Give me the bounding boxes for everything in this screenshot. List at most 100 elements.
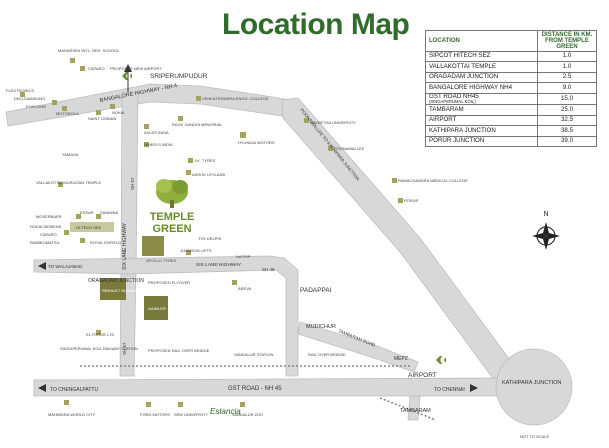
landmark-poonamallee xyxy=(328,146,333,151)
temple-green-logo: TEMPLE GREEN xyxy=(150,179,195,235)
north-compass: N xyxy=(532,211,560,250)
row-distance: 9.0 xyxy=(537,82,597,94)
landmark-porur xyxy=(398,198,403,203)
label-daimler: DAIMLER xyxy=(148,306,166,311)
label-to-chengalpattu: TO CHENGALPATTU xyxy=(50,387,98,393)
landmark-foxconn xyxy=(62,106,67,111)
label-ramachandra: RAMACHANDRA MEDICAL COLLEGE xyxy=(398,178,468,183)
row-location: AIRPORT xyxy=(425,114,538,127)
row-location: TAMBARAM xyxy=(425,104,538,116)
landmark-ford xyxy=(146,402,151,407)
kathipara-junction-circle xyxy=(495,348,573,426)
label-rail-bridge: PROPOSED RAIL OVER BRIDGE xyxy=(148,348,210,353)
label-kathipara-line: KATHIPARA JUNCTION xyxy=(502,380,561,386)
label-sanmina: SANMINA xyxy=(100,210,119,215)
label-dell: DELL/SAMSUNG xyxy=(14,96,45,101)
compass-arrow-icon xyxy=(543,222,549,236)
sh48-road xyxy=(33,255,299,377)
page-title: Location Map xyxy=(222,8,410,41)
row-location: PORUR JUNCTION xyxy=(425,135,538,148)
label-new-airport: PROPOSED NEW AIRPORT xyxy=(110,66,162,71)
row-distance: 32.5 xyxy=(537,114,597,127)
label-tvs: TVS DELPHI xyxy=(198,236,221,241)
label-not-to-scale: NOT TO SCALE xyxy=(520,434,549,439)
label-poonamallee-town: POONAMALLEE xyxy=(334,146,365,151)
hitech-sez-block xyxy=(70,222,114,232)
label-kathipara: KATHIPARA JUNCTION xyxy=(502,380,561,386)
label-maharishi: MAHARISHI INTL. RES. SCHOOL xyxy=(58,48,120,53)
label-rane: RANE xyxy=(30,240,41,245)
label-to-chennai: TO CHENNAI xyxy=(434,387,465,393)
label-renault: RENAULT NISSAN xyxy=(102,288,136,293)
landmark-vandalur-zoo xyxy=(240,402,245,407)
label-saveetha: SAVEETHA UNIVERSITY xyxy=(310,120,356,125)
landmark-hyundai xyxy=(240,132,246,138)
label-essar: ESSAR xyxy=(80,210,94,215)
label-mudichur: MUDICHUR xyxy=(306,324,336,330)
road-network xyxy=(5,83,521,421)
road-arrows xyxy=(38,64,478,392)
landmark-axles xyxy=(144,124,149,129)
landmark-sanmina xyxy=(96,214,101,219)
row-distance: 15.0 xyxy=(537,92,597,106)
landmark-saveetha xyxy=(304,118,309,123)
label-vallakottai: VALLAKOTTAI MURUGAN TEMPLE xyxy=(36,180,101,185)
label-royal: ROYAL ENFIELD xyxy=(90,240,121,245)
row-distance: 39.0 xyxy=(537,135,597,148)
landmark-caparo2 xyxy=(64,230,69,235)
logo-line2: GREEN xyxy=(152,223,191,235)
label-caparo2: CAPARO xyxy=(40,232,57,237)
label-mepz: MEPZ xyxy=(394,356,408,362)
label-airport: AIRPORT xyxy=(408,372,437,379)
tambaram-road xyxy=(297,321,419,373)
label-hyundai: HYUNDAI MOTORS xyxy=(238,140,275,145)
table-header-distance: DISTANCE IN KM. FROM TEMPLE GREEN xyxy=(537,30,597,52)
label-mahindra-city: MAHINDRA WORLD CITY xyxy=(48,412,96,417)
label-apollo: APOLLO TYRES xyxy=(146,258,177,263)
label-motorola: MOTOROLA xyxy=(56,111,79,116)
row-location: KATHIPARA JUNCTION xyxy=(425,125,538,137)
landmark-ramachandra xyxy=(392,178,397,183)
label-six-lane-horiz: SIX LANE HIGHWAY xyxy=(196,262,242,268)
label-caparo-top: CAPARO xyxy=(88,66,105,71)
row-distance: 25.0 xyxy=(537,104,597,116)
row-location: GST ROAD NH45 xyxy=(429,92,479,100)
label-oragadam: ORAGADAM JUNCTION xyxy=(88,278,144,284)
label-to-walajabad: TO WALAJABAD xyxy=(48,264,83,269)
logo-line1: TEMPLE xyxy=(150,211,195,223)
landmark-jk xyxy=(188,158,193,163)
label-rajiv: RAJIV GANDHI MEMORIAL xyxy=(172,122,223,127)
row-distance: 1.0 xyxy=(537,50,597,63)
table-header-location: LOCATION xyxy=(425,30,538,52)
row-distance: 1.0 xyxy=(537,61,597,73)
landmark-vallakottai xyxy=(58,182,63,187)
landmarks xyxy=(20,58,403,407)
landmark-flextronics xyxy=(20,92,25,97)
label-padappai: PADAPPAI xyxy=(300,287,332,294)
landmark-ashok xyxy=(186,170,191,175)
row-location-gst: GST ROAD NH45(SINGAPERUMAL KOIL) xyxy=(425,92,538,106)
landmark-nokia xyxy=(110,104,115,109)
label-mosenbaer: MOSERBAER xyxy=(36,214,62,219)
landmark-daimler-block xyxy=(144,296,168,320)
row-location: VALLAKOTTAI TEMPLE xyxy=(425,61,538,73)
table-header-row: LOCATION DISTANCE IN KM. FROM TEMPLE GRE… xyxy=(425,30,597,52)
label-ashok: ASHOK LEYLAND xyxy=(192,172,225,177)
landmark-renault-block xyxy=(100,278,126,300)
label-flextronics: FLEXTRONICS xyxy=(6,88,34,93)
label-venkat: VENKATESWARA ENGG. COLLEGE xyxy=(202,96,269,101)
row-distance: 2.5 xyxy=(537,71,597,84)
label-areva: AREVA xyxy=(238,286,252,291)
landmark-srm xyxy=(178,402,183,407)
distance-table: LOCATION DISTANCE IN KM. FROM TEMPLE GRE… xyxy=(425,30,597,148)
label-el-forge: EL FORGE LTD xyxy=(86,332,115,337)
landmark-rajiv xyxy=(178,116,183,121)
label-saint-gobain: SAINT GOBAIN xyxy=(88,116,116,121)
row-location-sub: (SINGAPERUMAL KOIL) xyxy=(429,99,476,105)
arrow-walajabad xyxy=(38,262,46,270)
label-sriperumpudur: SRIPERUMPUDUR xyxy=(150,73,208,80)
